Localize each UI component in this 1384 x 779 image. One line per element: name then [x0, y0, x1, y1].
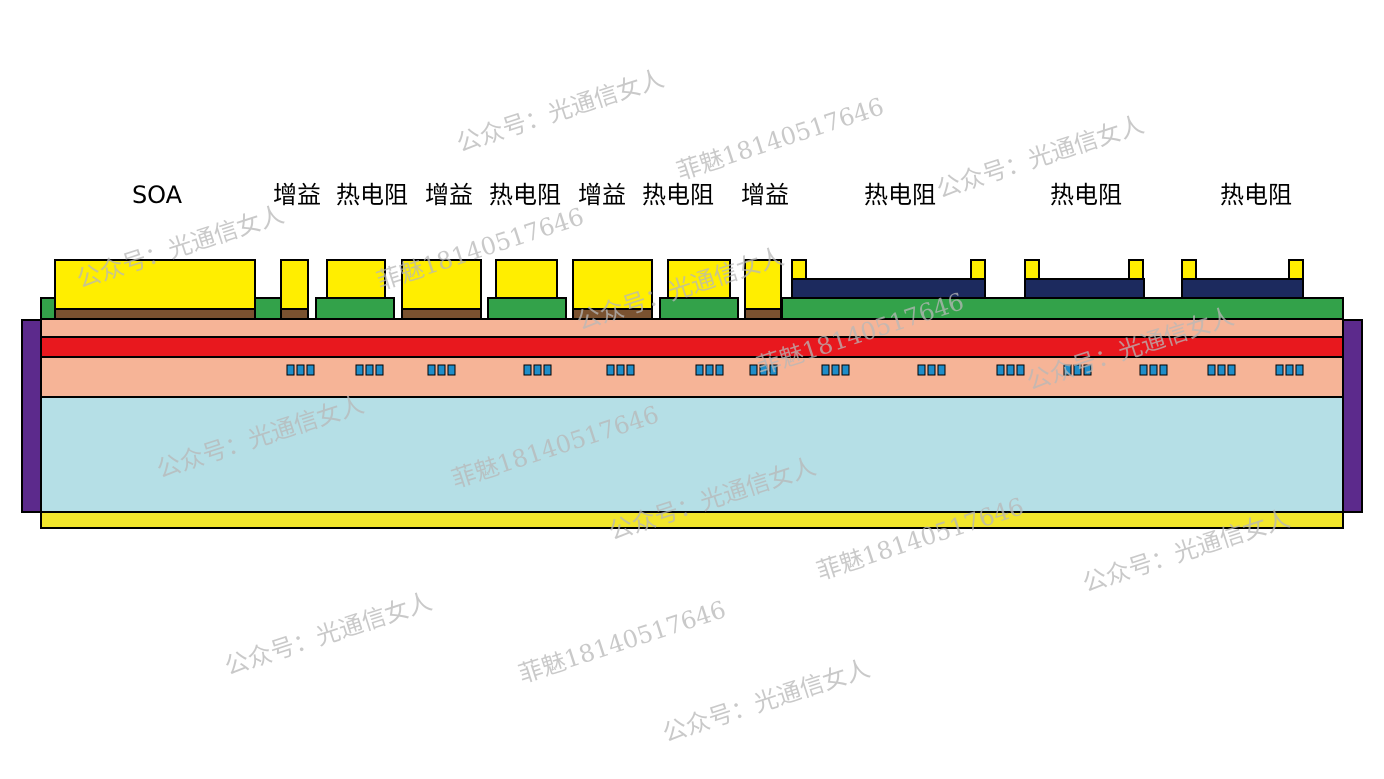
heater-7-contact-left	[1181, 259, 1197, 280]
grating-tooth	[769, 364, 778, 376]
label-heater-5: 热电阻	[864, 181, 936, 209]
grating-tooth	[1217, 364, 1226, 376]
grating-tooth	[917, 364, 926, 376]
brown-contact-soa	[54, 308, 256, 320]
substrate-layer	[40, 396, 1344, 513]
label-heater-3: 热电阻	[642, 181, 714, 209]
grating-tooth	[715, 364, 724, 376]
grating-tooth	[1139, 364, 1148, 376]
grating-tooth	[437, 364, 446, 376]
grating-tooth	[1159, 364, 1168, 376]
grating-tooth	[1073, 364, 1082, 376]
grating-tooth	[1006, 364, 1015, 376]
grating-tooth	[831, 364, 840, 376]
grating-tooth	[626, 364, 635, 376]
heater-6-contact-left	[1024, 259, 1040, 280]
label-gain-2: 增益	[425, 181, 473, 209]
green-block-heater-1	[315, 297, 395, 320]
grating-tooth	[749, 364, 758, 376]
brown-contact-gain-2	[401, 308, 482, 320]
right-side-electrode	[1342, 319, 1363, 513]
brown-contact-gain-4	[744, 308, 782, 320]
grating-tooth	[543, 364, 552, 376]
grating-tooth	[286, 364, 295, 376]
label-heater-1: 热电阻	[336, 181, 408, 209]
grating-tooth	[375, 364, 384, 376]
heater-1-electrode-pad	[326, 259, 386, 299]
grating-tooth	[841, 364, 850, 376]
grating-tooth	[937, 364, 946, 376]
grating-tooth	[365, 364, 374, 376]
grating-tooth	[306, 364, 315, 376]
grating-tooth	[616, 364, 625, 376]
grating-tooth	[1275, 364, 1284, 376]
watermark-contact: 菲魅18140517646	[673, 92, 887, 185]
grating-tooth	[821, 364, 830, 376]
watermark-account: 公众号：光通信女人	[453, 64, 667, 157]
grating-tooth	[1149, 364, 1158, 376]
grating-group	[286, 364, 1304, 376]
heater-3-electrode-pad	[667, 259, 731, 299]
grating-tooth	[447, 364, 456, 376]
grating-tooth	[695, 364, 704, 376]
grating-tooth	[1285, 364, 1294, 376]
green-block-long-section	[781, 297, 1344, 320]
heater-7-resistor	[1181, 278, 1304, 299]
grating-tooth	[705, 364, 714, 376]
gain-3-electrode-pad	[572, 259, 653, 310]
heater-6-contact-right	[1128, 259, 1144, 280]
grating-tooth	[427, 364, 436, 376]
label-gain-4: 增益	[741, 181, 789, 209]
lower-cladding-layer	[40, 356, 1344, 398]
label-gain-3: 增益	[578, 181, 626, 209]
grating-tooth	[1083, 364, 1092, 376]
label-gain-1: 增益	[273, 181, 321, 209]
gain-2-electrode-pad	[401, 259, 482, 310]
label-heater-6: 热电阻	[1050, 181, 1122, 209]
heater-5-contact-left	[791, 259, 807, 280]
heater-5-contact-right	[970, 259, 986, 280]
watermark-account: 公众号：光通信女人	[659, 654, 873, 747]
grating-tooth	[1295, 364, 1304, 376]
label-soa: SOA	[132, 181, 183, 209]
grating-tooth	[1016, 364, 1025, 376]
gain-1-electrode-pad	[280, 259, 309, 310]
watermark-contact: 菲魅18140517646	[515, 595, 729, 688]
grating-tooth	[533, 364, 542, 376]
grating-tooth	[1207, 364, 1216, 376]
grating-tooth	[996, 364, 1005, 376]
grating-tooth	[355, 364, 364, 376]
left-side-electrode	[21, 319, 42, 513]
brown-contact-gain-1	[280, 308, 309, 320]
grating-tooth	[296, 364, 305, 376]
grating-tooth	[1063, 364, 1072, 376]
heater-2-electrode-pad	[495, 259, 558, 299]
grating-tooth	[1227, 364, 1236, 376]
watermark-account: 公众号：光通信女人	[221, 587, 435, 680]
heater-5-resistor	[791, 278, 986, 299]
grating-tooth	[927, 364, 936, 376]
label-heater-7: 热电阻	[1220, 181, 1292, 209]
gain-4-electrode-pad	[744, 259, 782, 310]
label-heater-2: 热电阻	[489, 181, 561, 209]
heater-6-resistor	[1024, 278, 1145, 299]
soa-electrode-pad	[54, 259, 256, 310]
grating-tooth	[759, 364, 768, 376]
grating-tooth	[523, 364, 532, 376]
grating-tooth	[606, 364, 615, 376]
heater-7-contact-right	[1288, 259, 1304, 280]
green-block-heater-2	[487, 297, 567, 320]
